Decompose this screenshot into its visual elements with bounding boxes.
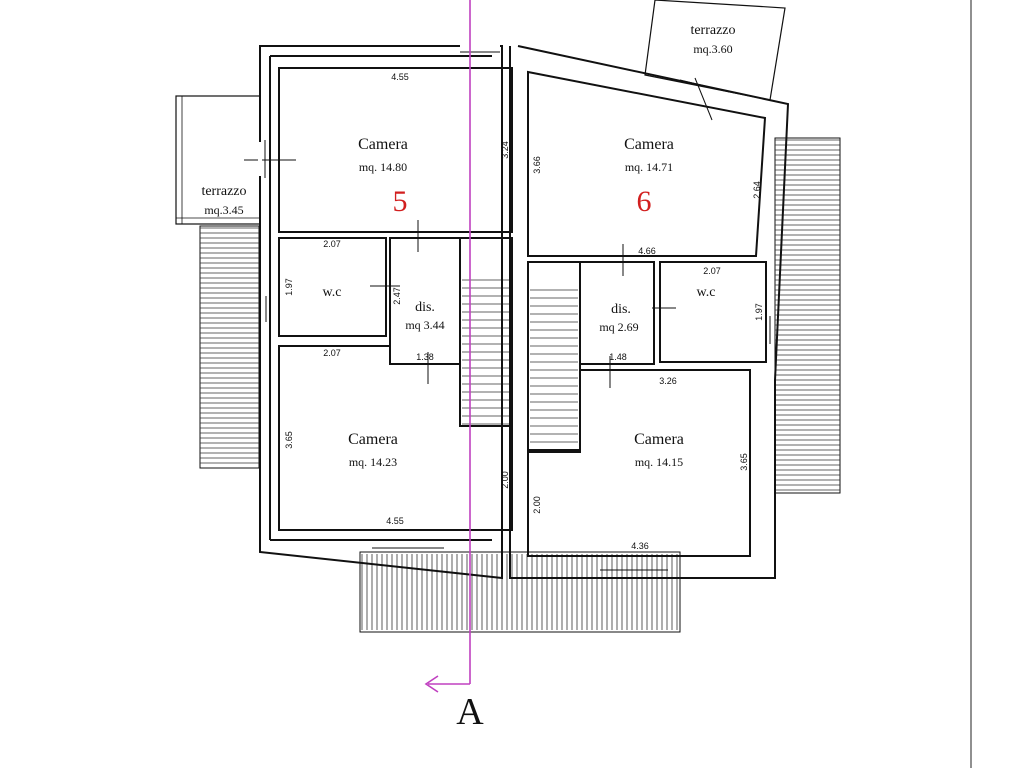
room-area-camera-top-right: mq. 14.71	[625, 160, 673, 174]
dim-label: 1.97	[754, 303, 764, 321]
room-name-camera-bottom-left: Camera	[348, 431, 398, 448]
labels: Camera mq. 14.80 Camera mq. 14.71 5 6 te…	[201, 23, 735, 733]
openings	[244, 44, 771, 571]
room-name-camera-top-right: Camera	[624, 136, 674, 153]
dim-label: 2.64	[752, 181, 762, 199]
dim-label: 2.07	[323, 348, 341, 358]
outer-walls	[259, 45, 790, 580]
section-letter: A	[456, 691, 484, 733]
dim-label: 1.48	[609, 352, 627, 362]
unit-number-left: 5	[393, 185, 408, 218]
room-area-camera-bottom-right: mq. 14.15	[635, 455, 683, 469]
dim-label: 1.97	[284, 278, 294, 296]
dim-label: 3.26	[659, 376, 677, 386]
room-outlines	[278, 67, 767, 557]
room-area-camera-top-left: mq. 14.80	[359, 160, 407, 174]
room-name-dis-right: dis.	[611, 302, 631, 317]
dimension-labels: 4.55 3.24 3.66 2.64 2.07 1.97 2.47 2.07 …	[284, 72, 764, 551]
dim-label: 4.55	[391, 72, 409, 82]
dim-label: 3.65	[284, 431, 294, 449]
room-name-camera-bottom-right: Camera	[634, 431, 684, 448]
dim-label: 3.65	[739, 453, 749, 471]
dim-label: 1.38	[416, 352, 434, 362]
dim-label: 2.00	[532, 496, 542, 514]
terrace-top-name: terrazzo	[690, 23, 735, 38]
room-name-wc-right: w.c	[697, 285, 716, 300]
dim-label: 3.66	[532, 156, 542, 174]
terrace-left-area: mq.3.45	[204, 203, 243, 217]
dim-label: 3.24	[500, 141, 510, 159]
dim-label: 2.07	[323, 239, 341, 249]
dim-label: 2.47	[392, 287, 402, 305]
dim-label: 4.66	[638, 246, 656, 256]
room-name-wc-left: w.c	[323, 285, 342, 300]
room-name-camera-top-left: Camera	[358, 136, 408, 153]
hatch-left-roof	[199, 225, 260, 469]
terrace-left-name: terrazzo	[201, 184, 246, 199]
room-area-camera-bottom-left: mq. 14.23	[349, 455, 397, 469]
unit-number-right: 6	[637, 185, 652, 218]
hatch-stair-right	[530, 289, 578, 443]
room-name-dis-left: dis.	[415, 300, 435, 315]
dim-label: 4.36	[631, 541, 649, 551]
dim-label: 2.07	[703, 266, 721, 276]
dim-label: 2.00	[500, 471, 510, 489]
room-area-dis-left: mq 3.44	[405, 318, 444, 332]
terrace-top-area: mq.3.60	[693, 42, 732, 56]
dim-label: 4.55	[386, 516, 404, 526]
room-area-dis-right: mq 2.69	[599, 320, 638, 334]
section-cut-line	[424, 0, 471, 693]
hatch-bottom-balcony	[359, 551, 681, 633]
